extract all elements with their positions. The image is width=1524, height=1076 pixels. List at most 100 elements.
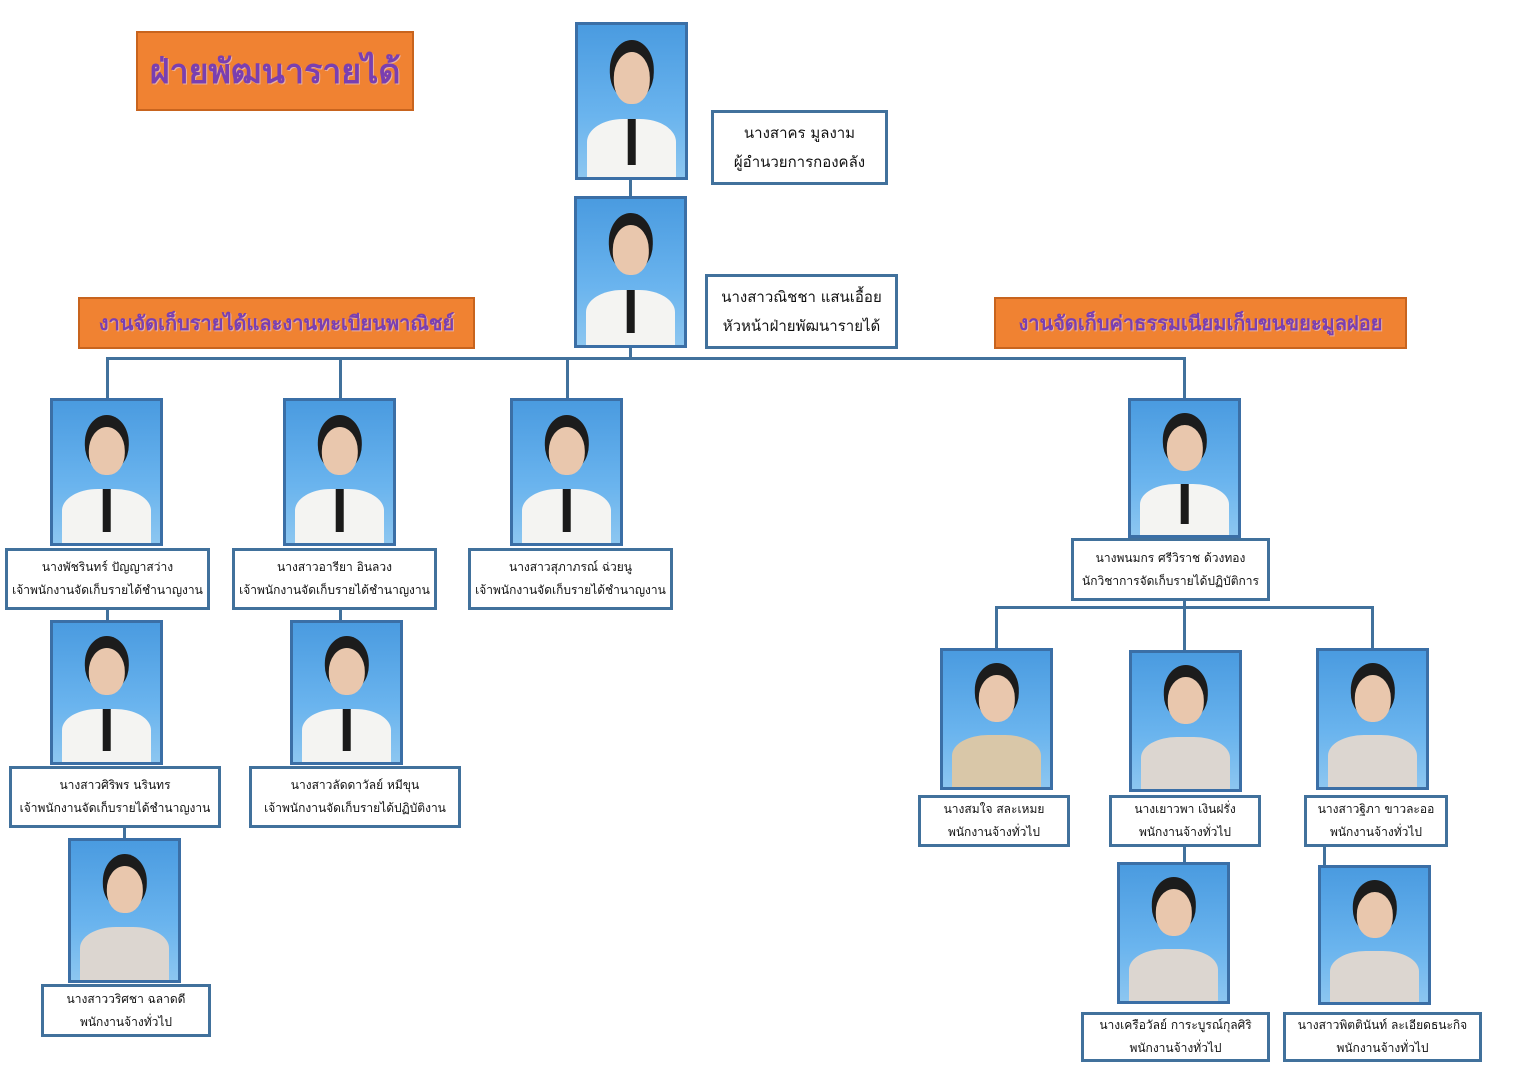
- person-photo: [283, 398, 396, 546]
- head-shape: [1155, 889, 1192, 936]
- connector-line: [1371, 606, 1374, 649]
- head-shape: [1166, 425, 1203, 471]
- person-position: นักวิชาการจัดเก็บรายได้ปฏิบัติการ: [1082, 573, 1259, 588]
- person-name: นางสาววริศชา ฉลาดดี: [66, 991, 186, 1006]
- person-name: นางสาวลัดดาวัลย์ หมีขุน: [290, 778, 420, 793]
- person-position: เจ้าพนักงานจัดเก็บรายได้ชำนาญงาน: [19, 801, 211, 815]
- person-caption: นางพัชรินทร์ ปัญญาสว่างเจ้าพนักงานจัดเก็…: [5, 548, 210, 610]
- connector-line: [339, 608, 342, 622]
- connector-line: [1183, 845, 1186, 863]
- head-shape: [88, 426, 125, 475]
- person-position: พนักงานจ้างทั่วไป: [1336, 1041, 1429, 1055]
- head-shape: [978, 675, 1015, 722]
- person-caption: นางสาคร มูลงามผู้อำนวยการกองคลัง: [711, 110, 888, 185]
- person-caption: นางสาวลัดดาวัลย์ หมีขุนเจ้าพนักงานจัดเก็…: [249, 766, 461, 828]
- connector-line: [1183, 606, 1186, 651]
- person-photo: [1316, 648, 1429, 790]
- person-name: นางพนมกร ศรีวิราช ด้วงทอง: [1095, 550, 1246, 565]
- person-photo: [290, 620, 403, 765]
- connector-line: [123, 826, 126, 840]
- person-name: นางสาวณิชชา แสนเอื้อย: [721, 288, 882, 306]
- connector-line: [339, 357, 342, 399]
- person-photo: [510, 398, 623, 546]
- person-position: พนักงานจ้างทั่วไป: [79, 1014, 173, 1029]
- person-caption: นางสมใจ สละเหมยพนักงานจ้างทั่วไป: [918, 795, 1070, 847]
- tie-shape: [102, 709, 111, 751]
- connector-line: [106, 357, 1186, 360]
- person-name: นางสาคร มูลงาม: [743, 124, 856, 142]
- person-name: นางพัชรินทร์ ปัญญาสว่าง: [41, 560, 174, 575]
- connector-line: [1183, 600, 1186, 608]
- uniform-shape: [1327, 735, 1418, 787]
- person-photo: [574, 196, 687, 348]
- person-photo: [50, 620, 163, 765]
- person-position: เจ้าพนักงานจัดเก็บรายได้ปฏิบัติงาน: [264, 801, 446, 815]
- person-name: นางสาวอารียา อินลวง: [277, 560, 392, 575]
- head-shape: [1356, 892, 1393, 938]
- uniform-shape: [951, 735, 1042, 787]
- connector-line: [106, 357, 109, 399]
- uniform-shape: [1329, 951, 1420, 1002]
- person-photo: [1129, 650, 1242, 792]
- head-shape: [548, 426, 585, 475]
- person-position: หัวหน้าฝ่ายพัฒนารายได้: [722, 316, 881, 335]
- person-photo: [1318, 865, 1431, 1005]
- person-name: นางสาวสุภาภรณ์ ฉ่วยนู: [508, 560, 633, 575]
- person-name: นางสาวศิริพร นรินทร: [59, 778, 171, 793]
- connector-line: [1183, 357, 1186, 399]
- person-position: พนักงานจ้างทั่วไป: [1138, 825, 1232, 839]
- person-caption: นางสาวอารียา อินลวงเจ้าพนักงานจัดเก็บราย…: [232, 548, 437, 610]
- person-position: พนักงานจ้างทั่วไป: [1329, 825, 1423, 839]
- person-caption: นางสาวณิชชา แสนเอื้อยหัวหน้าฝ่ายพัฒนาราย…: [705, 274, 898, 349]
- person-name: นางเยาวพา เงินฝรั่ง: [1134, 802, 1236, 817]
- head-shape: [1354, 675, 1391, 722]
- person-photo: [68, 838, 181, 983]
- head-shape: [613, 52, 650, 105]
- uniform-shape: [1128, 949, 1219, 1001]
- tie-shape: [562, 489, 571, 532]
- person-position: ผู้อำนวยการกองคลัง: [733, 152, 866, 171]
- person-photo: [1128, 398, 1241, 538]
- person-caption: นางเครือวัลย์ การะบูรณ์กุลศิริพนักงานจ้า…: [1081, 1012, 1270, 1062]
- section-header-waste-fee-collection: งานจัดเก็บค่าธรรมเนียมเก็บขนขยะมูลฝอย: [994, 297, 1407, 349]
- connector-line: [995, 606, 998, 649]
- head-shape: [328, 648, 365, 696]
- person-position: เจ้าพนักงานจัดเก็บรายได้ชำนาญงาน: [239, 583, 430, 597]
- person-photo: [50, 398, 163, 546]
- connector-line: [629, 180, 632, 198]
- person-photo: [575, 22, 688, 180]
- person-photo: [1117, 862, 1230, 1004]
- person-caption: นางเยาวพา เงินฝรั่งพนักงานจ้างทั่วไป: [1109, 795, 1261, 847]
- person-position: เจ้าพนักงานจัดเก็บรายได้ชำนาญงาน: [12, 583, 203, 597]
- tie-shape: [1180, 484, 1189, 525]
- person-name: นางเครือวัลย์ การะบูรณ์กุลศิริ: [1099, 1018, 1252, 1033]
- connector-line: [566, 357, 569, 399]
- person-name: นางสาวฐิภา ขาวละออ: [1317, 802, 1435, 817]
- person-position: เจ้าพนักงานจัดเก็บรายได้ชำนาญงาน: [475, 583, 666, 597]
- section-header-revenue-collection: งานจัดเก็บรายได้และงานทะเบียนพาณิชย์: [78, 297, 475, 349]
- head-shape: [88, 648, 125, 696]
- person-caption: นางพนมกร ศรีวิราช ด้วงทองนักวิชาการจัดเก…: [1071, 538, 1270, 601]
- head-shape: [612, 225, 649, 275]
- head-shape: [321, 426, 358, 475]
- head-shape: [106, 866, 143, 914]
- tie-shape: [342, 709, 351, 751]
- person-caption: นางสาวฐิภา ขาวละออพนักงานจ้างทั่วไป: [1304, 795, 1448, 847]
- person-name: นางสาวพิตตินันท์ ละเอียดธนะกิจ: [1297, 1018, 1468, 1033]
- head-shape: [1167, 677, 1204, 724]
- person-caption: นางสาวพิตตินันท์ ละเอียดธนะกิจพนักงานจ้า…: [1283, 1012, 1482, 1062]
- person-caption: นางสาววริศชา ฉลาดดีพนักงานจ้างทั่วไป: [41, 984, 211, 1037]
- person-photo: [940, 648, 1053, 790]
- page-title: ฝ่ายพัฒนารายได้: [136, 31, 414, 111]
- uniform-shape: [1140, 737, 1231, 789]
- connector-line: [106, 608, 109, 622]
- person-position: พนักงานจ้างทั่วไป: [1129, 1041, 1222, 1055]
- person-name: นางสมใจ สละเหมย: [943, 802, 1045, 817]
- connector-line: [1323, 845, 1326, 866]
- person-position: พนักงานจ้างทั่วไป: [947, 825, 1041, 839]
- tie-shape: [335, 489, 344, 532]
- uniform-shape: [79, 927, 170, 980]
- tie-shape: [102, 489, 111, 532]
- connector-line: [629, 348, 632, 360]
- person-caption: นางสาวศิริพร นรินทรเจ้าพนักงานจัดเก็บราย…: [9, 766, 221, 828]
